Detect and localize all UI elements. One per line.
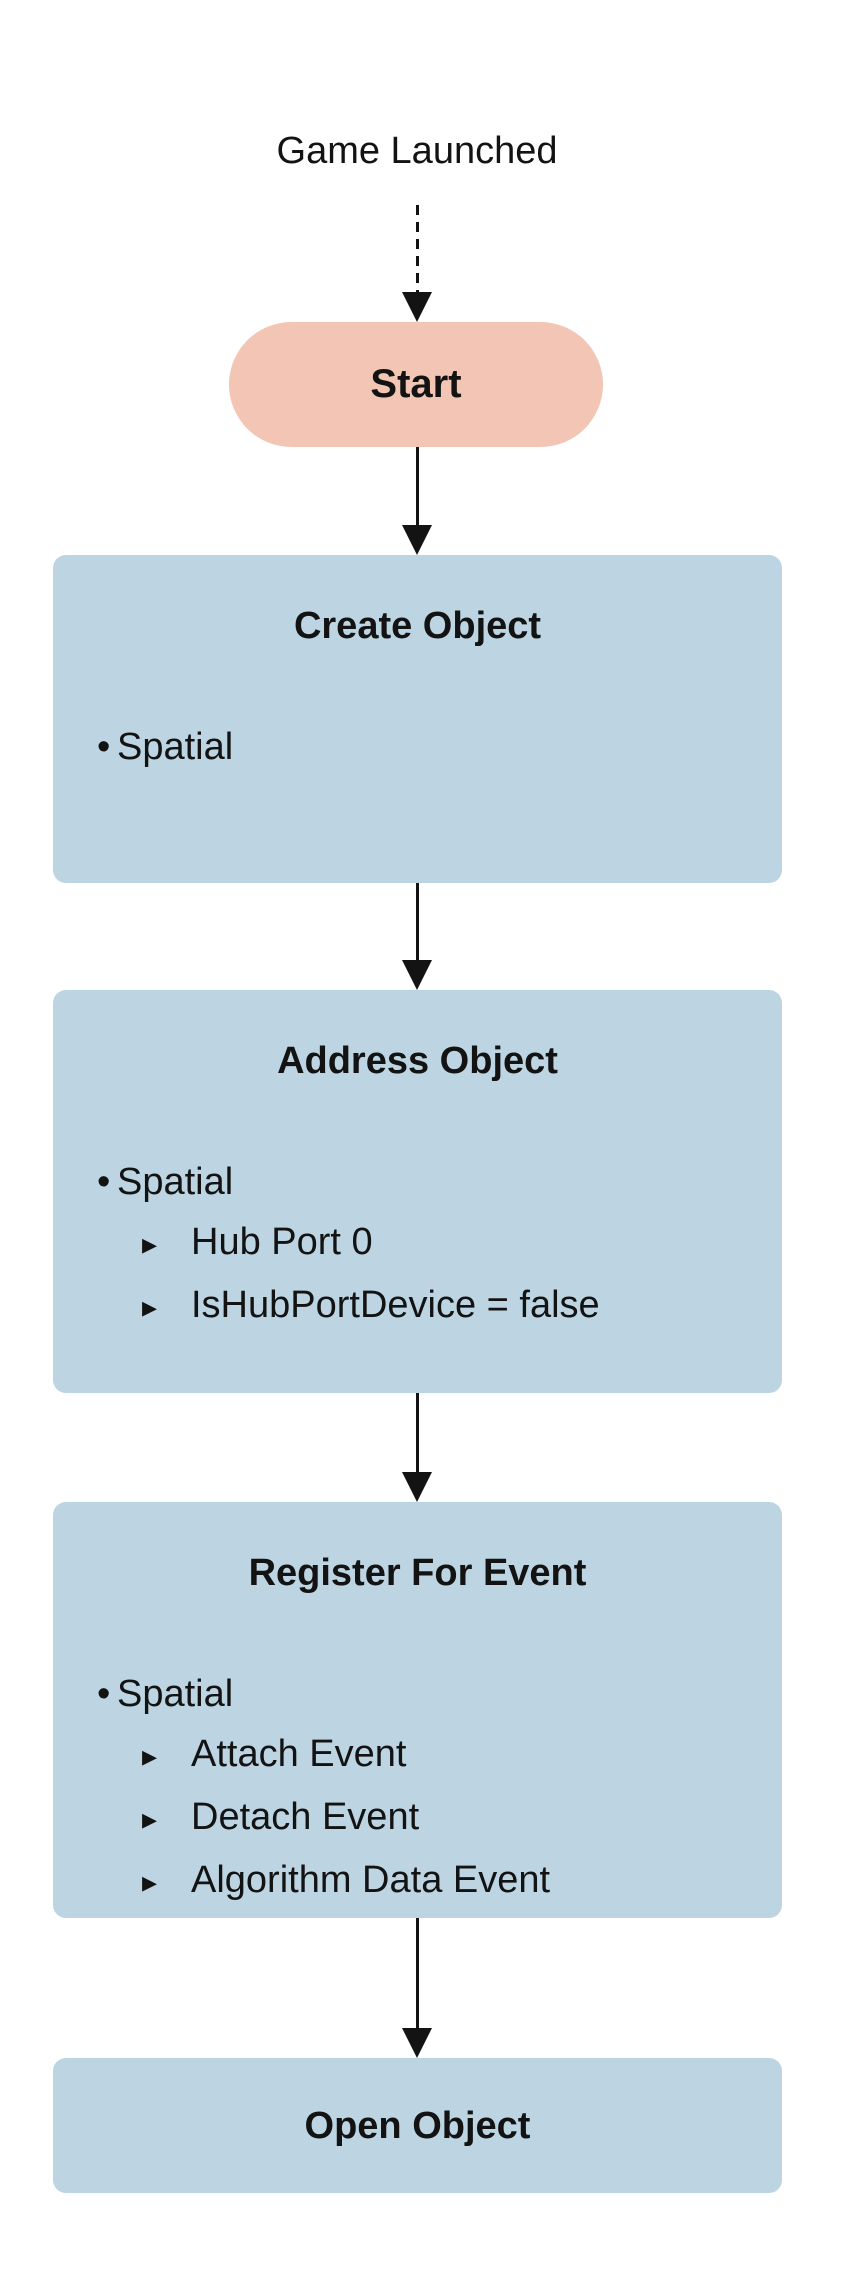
bullet-icon: • (97, 1161, 111, 1203)
node-register-for-event: Register For Event •Spatial ▸ Attach Even… (53, 1502, 782, 1918)
solid-line (415, 447, 419, 525)
list-item: ▸ Hub Port 0 (97, 1212, 782, 1275)
node-start-title: Start (370, 362, 462, 406)
list-item: ▸ Attach Event (97, 1724, 782, 1787)
node-create-object-title: Create Object (293, 605, 542, 647)
solid-line (415, 1918, 419, 2028)
entry-label-game-launched: Game Launched (276, 130, 558, 172)
list-item: •Spatial (97, 717, 782, 777)
solid-line (415, 883, 419, 960)
node-open-object: Open Object (53, 2058, 782, 2193)
node-address-object-title: Address Object (277, 1040, 558, 1082)
arrowhead-icon (402, 2028, 432, 2058)
node-register-for-event-items: •Spatial ▸ Attach Event ▸ Detach Event ▸ Al… (53, 1664, 782, 1913)
list-item: ▸ Algorithm Data Event (97, 1850, 782, 1913)
list-item-label: Detach Event (191, 1796, 420, 1838)
node-open-object-title: Open Object (304, 2104, 531, 2147)
node-create-object: Create Object •Spatial (53, 555, 782, 883)
list-item: ▸ Detach Event (97, 1787, 782, 1850)
edge-start-to-create-object (402, 447, 432, 555)
node-address-object: Address Object •Spatial ▸ Hub Port 0 ▸ IsH… (53, 990, 782, 1393)
triangle-bullet-icon: ▸ (142, 1228, 158, 1261)
edge-entry-to-start (402, 205, 432, 322)
arrowhead-icon (402, 525, 432, 555)
arrowhead-icon (402, 960, 432, 990)
node-start: Start (229, 322, 603, 447)
list-item: •Spatial (97, 1152, 782, 1212)
bullet-icon: • (97, 726, 111, 768)
list-item: ▸ IsHubPortDevice = false (97, 1275, 782, 1338)
list-item: •Spatial (97, 1664, 782, 1724)
edge-create-object-to-address-object (402, 883, 432, 990)
bullet-icon: • (97, 1673, 111, 1715)
arrowhead-icon (402, 292, 432, 322)
edge-address-object-to-register-for-event (402, 1393, 432, 1502)
triangle-bullet-icon: ▸ (142, 1803, 158, 1836)
solid-line (415, 1393, 419, 1472)
triangle-bullet-icon: ▸ (142, 1291, 158, 1324)
list-item-label: Hub Port 0 (191, 1221, 373, 1263)
node-create-object-items: •Spatial (53, 717, 782, 777)
arrowhead-icon (402, 1472, 432, 1502)
list-item-label: Spatial (117, 1161, 234, 1203)
triangle-bullet-icon: ▸ (142, 1740, 158, 1773)
list-item-label: IsHubPortDevice = false (191, 1284, 600, 1326)
list-item-label: Algorithm Data Event (191, 1859, 551, 1901)
node-address-object-items: •Spatial ▸ Hub Port 0 ▸ IsHubPortDevice = … (53, 1152, 782, 1338)
list-item-label: Attach Event (191, 1733, 407, 1775)
edge-register-for-event-to-open-object (402, 1918, 432, 2058)
node-register-for-event-title: Register For Event (248, 1552, 587, 1594)
list-item-label: Spatial (117, 1673, 234, 1715)
dashed-line (415, 205, 419, 292)
list-item-label: Spatial (117, 726, 234, 768)
triangle-bullet-icon: ▸ (142, 1866, 158, 1899)
